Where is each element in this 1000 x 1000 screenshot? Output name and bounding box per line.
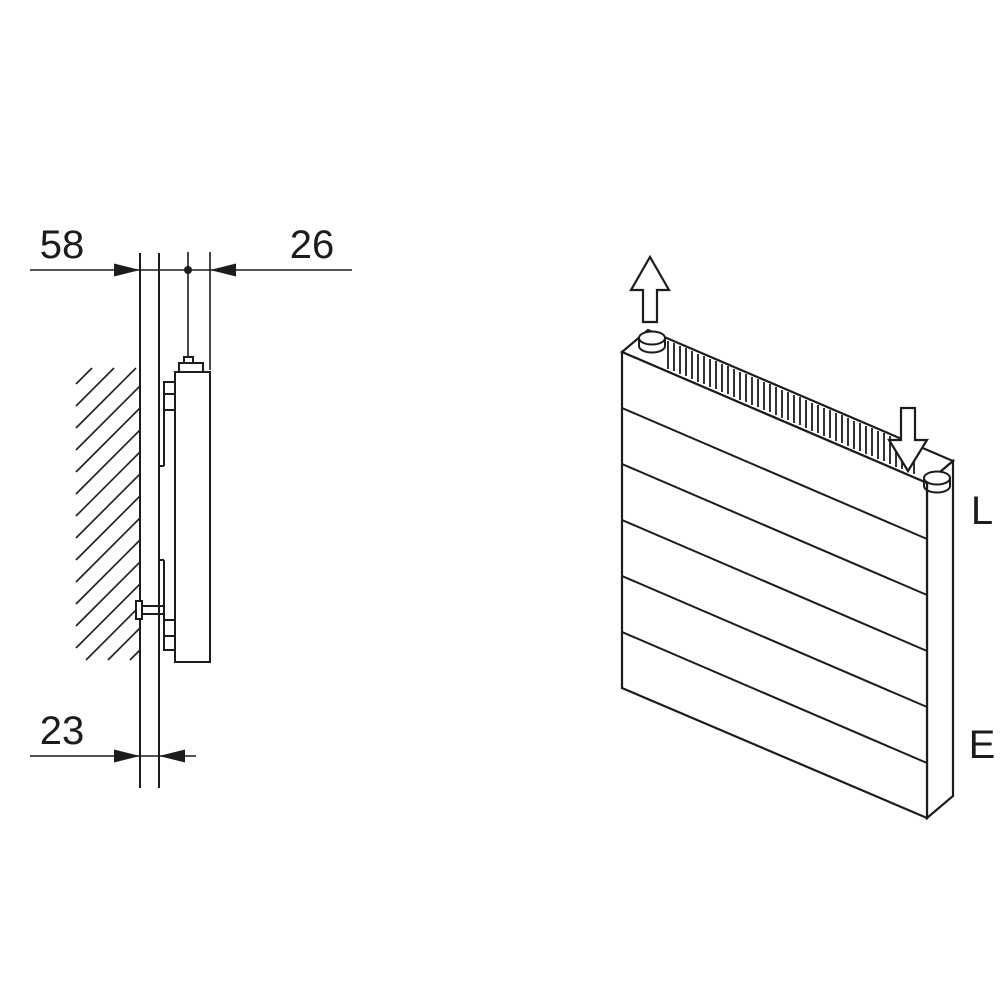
side-view: 58 26 23 (30, 223, 352, 788)
dimension-top: 58 26 (30, 223, 352, 370)
wall-hatching (75, 367, 141, 661)
flow-up-arrow-icon (629, 254, 671, 324)
mounting-bracket-upper (159, 381, 175, 467)
arrowhead-left-icon (159, 749, 185, 763)
boss-top (638, 330, 666, 346)
dim-reference-dot (184, 266, 192, 274)
flow-down-arrow-icon (887, 406, 929, 474)
dim-26-label: 26 (290, 223, 335, 267)
arrowhead-right-icon (114, 749, 140, 763)
radiator-side-profile (174, 356, 211, 663)
connection-boss-left (638, 330, 666, 354)
isometric-view: L E (619, 254, 996, 821)
arrowhead-right-icon (114, 263, 140, 277)
dim-58-label: 58 (40, 223, 85, 267)
inlet-label-E: E (969, 723, 996, 767)
front-panel-grooves (621, 407, 928, 764)
radiator-body (619, 328, 956, 821)
radiator-panel (174, 371, 211, 663)
wall-surface-lines (139, 253, 160, 788)
radiator-right-end (925, 458, 955, 821)
screw-head (135, 600, 143, 620)
dim-23-label: 23 (40, 709, 85, 753)
vent-valve-nub (183, 356, 194, 364)
screw-shank (142, 602, 165, 618)
mounting-screw (135, 600, 165, 620)
convection-fins (667, 341, 915, 474)
boss-top (923, 470, 951, 486)
outlet-label-L: L (971, 489, 993, 533)
mounting-bracket-lower (159, 559, 175, 651)
radiator-top-cap (178, 362, 204, 373)
dimension-bottom: 23 (30, 709, 196, 763)
connection-boss-right (923, 470, 951, 494)
arrowhead-left-icon (210, 263, 236, 277)
